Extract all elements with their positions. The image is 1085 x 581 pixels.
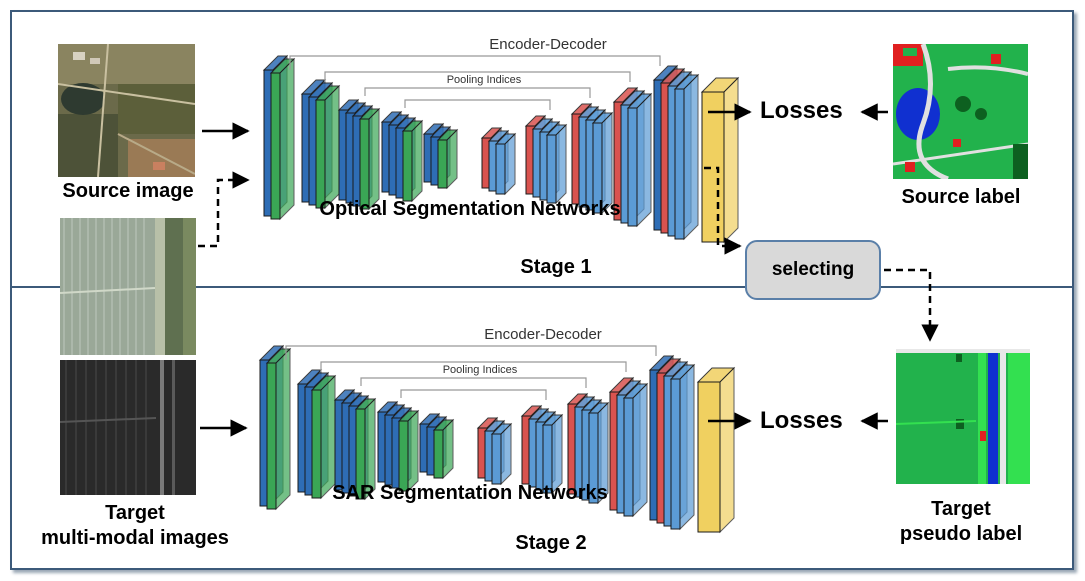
encoder-decoder-label-1: Encoder-Decoder [489, 36, 607, 53]
layer-sar-6-3 [541, 413, 564, 495]
layer-opt-9-3 [673, 73, 700, 241]
layer-opt-5-2 [494, 132, 517, 196]
skip-innermost-2 [400, 389, 547, 400]
layer-opt-0-1 [269, 57, 296, 221]
stage2-label: Stage 2 [515, 532, 587, 554]
layer-opt-4-2 [436, 128, 459, 190]
layer-opt-8-2 [626, 92, 653, 228]
target-optical-image [60, 218, 196, 355]
pooling-indices-label-2: Pooling Indices [442, 364, 518, 376]
source-label-caption: Source label [901, 186, 1021, 208]
pseudo-label-line2: pseudo label [899, 523, 1023, 545]
layer-opt-7-3 [591, 111, 614, 215]
layer-sar-0-1 [265, 347, 292, 511]
arrow-target-to-net-dashed [198, 171, 250, 248]
target-images-label-line2: multi-modal images [41, 527, 229, 549]
layer-sar-4-2 [432, 418, 455, 480]
stage-divider [10, 286, 1073, 288]
layer-opt-6-3 [545, 123, 568, 205]
layer-opt-3-3 [401, 119, 424, 203]
target-images-label-line1: Target [105, 502, 165, 524]
source-label-map [893, 44, 1028, 179]
skip-innermost-1 [404, 99, 551, 110]
source-image [58, 44, 195, 177]
arrow-selecting-to-pseudo [884, 268, 939, 342]
selecting-box: selecting [745, 240, 881, 300]
encoder-decoder-label-2: Encoder-Decoder [484, 326, 602, 343]
layer-sar-5-2 [490, 422, 513, 486]
pseudo-label-line1: Target [931, 498, 991, 520]
target-sar-image [60, 360, 196, 495]
layer-sar-3-3 [397, 409, 420, 493]
stage1-label: Stage 1 [520, 256, 592, 278]
skip-mid-1 [324, 71, 631, 82]
layer-opt-2-3 [358, 107, 381, 211]
layer-sar-7-3 [587, 401, 610, 505]
skip-inner-2 [360, 377, 587, 388]
layer-sar-9-4 [696, 366, 736, 534]
layer-sar-8-2 [622, 382, 649, 518]
skip-outer-2 [285, 345, 657, 360]
skip-outer-1 [289, 55, 661, 70]
source-image-label: Source image [62, 180, 194, 202]
layer-opt-1-2 [314, 84, 341, 210]
arrow-net-to-selecting [704, 166, 742, 255]
layer-sar-1-2 [310, 374, 337, 500]
optical-network-label: Optical Segmentation Networks [319, 198, 621, 220]
pseudo-label-map [896, 349, 1030, 484]
layer-sar-9-3 [669, 363, 696, 531]
layer-sar-2-3 [354, 397, 377, 501]
pooling-indices-label-1: Pooling Indices [446, 74, 522, 86]
skip-inner-1 [364, 87, 591, 98]
skip-mid-2 [320, 361, 627, 372]
losses-label-1: Losses [760, 97, 843, 124]
sar-network-label: SAR Segmentation Networks [332, 482, 608, 504]
losses-label-2: Losses [760, 407, 843, 434]
